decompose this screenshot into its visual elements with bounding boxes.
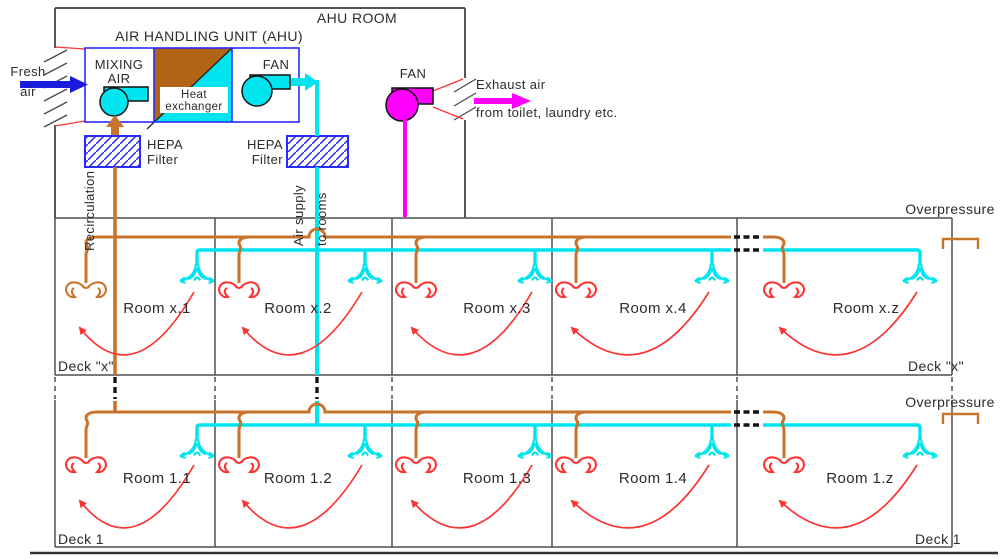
mixing-air-label-line1: MIXING — [95, 57, 144, 72]
exhaust-opening-hatch — [453, 78, 477, 121]
hepa-left-label-line2: Filter — [147, 152, 179, 167]
deck-x-exhaust-header — [97, 227, 773, 239]
deck-1-label-left: Deck 1 — [58, 531, 104, 547]
supply-fan-outlet-arrow — [291, 73, 318, 91]
deck-x-label-left: Deck "x" — [58, 358, 114, 374]
deck-x-overpressure-bracket — [941, 237, 980, 249]
exhaust-caption-line2: from toilet, laundry etc. — [476, 105, 618, 120]
heat-exchanger-label-line1: Heat — [181, 89, 207, 101]
deck-x-exhaust-diffusers — [65, 281, 805, 299]
room-label-11: Room 1.1 — [123, 470, 191, 487]
deck-1-header-break-dashes — [734, 410, 761, 427]
deck-1-label-right: Deck 1 — [915, 531, 961, 547]
deck-x-supply-diffusers — [178, 262, 939, 285]
fresh-air-opening-hatch — [43, 49, 68, 128]
exhaust-caption-line1: Exhaust air — [476, 77, 546, 92]
recirculation-inlet-arrow — [106, 115, 124, 136]
room-label-xz: Room x.z — [833, 300, 900, 317]
deck-1-exhaust-header — [97, 402, 773, 414]
deck-x-structure — [54, 217, 953, 376]
deck-x-label-right: Deck "x" — [908, 358, 964, 374]
exhaust-air-arrow — [474, 93, 531, 109]
supply-fan — [241, 74, 291, 107]
hepa-filter-left — [84, 135, 141, 168]
room-label-x2: Room x.2 — [264, 300, 331, 317]
air-supply-riser-label-line2: to rooms — [314, 192, 329, 246]
overpressure-label-deck-1: Overpressure — [905, 394, 995, 410]
deck-x-airflow-arcs — [78, 291, 918, 356]
room-label-x3: Room x.3 — [463, 300, 530, 317]
room-label-1z: Room 1.z — [826, 470, 893, 487]
deck-x-supply-header — [195, 248, 922, 264]
deck-1-airflow-arcs — [78, 464, 918, 529]
fresh-air-label-line2: air — [20, 84, 36, 99]
deck-1-structure — [54, 400, 953, 548]
deck-x-header-break-dashes — [734, 235, 761, 252]
hepa-filter-right — [286, 135, 349, 168]
air-supply-riser-label-line1: Air supply — [291, 185, 306, 246]
overpressure-label-deck-x: Overpressure — [905, 201, 995, 217]
ahu-room-label: AHU ROOM — [317, 10, 397, 26]
riser-deck-break-dashes — [113, 377, 319, 399]
hepa-right-label-line2: Filter — [252, 152, 284, 167]
hepa-right-label-line1: HEPA — [247, 137, 283, 152]
room-label-x4: Room x.4 — [619, 300, 686, 317]
recirculation-riser-label: Recirculation — [82, 171, 97, 251]
ahu-room-walls — [54, 7, 466, 218]
deck-gap-dashed-walls — [54, 377, 953, 399]
exhaust-fan — [385, 87, 434, 122]
mixing-air-fan — [99, 86, 149, 117]
fresh-air-label-line1: Fresh — [10, 64, 45, 79]
supply-fan-label: FAN — [263, 57, 289, 72]
room-label-14: Room 1.4 — [619, 470, 687, 487]
fresh-air-arrow — [20, 76, 88, 93]
deck-1-supply-header — [195, 423, 922, 439]
mixing-air-label-line2: AIR — [108, 71, 131, 86]
deck-1-supply-diffusers — [178, 437, 939, 460]
duct-connector-lines — [54, 46, 464, 127]
ahu-section-dividers — [153, 48, 233, 122]
heat-exchanger-label-line2: exchanger — [165, 101, 222, 113]
deck-1-overpressure-bracket — [941, 412, 980, 424]
ahu-title: AIR HANDLING UNIT (AHU) — [115, 28, 303, 44]
hepa-left-label-line1: HEPA — [147, 137, 183, 152]
room-label-x1: Room x.1 — [123, 300, 190, 317]
heat-exchanger-label-bg — [160, 87, 228, 113]
room-label-13: Room 1.3 — [463, 470, 531, 487]
exhaust-fan-label: FAN — [400, 66, 426, 81]
room-label-12: Room 1.2 — [264, 470, 332, 487]
